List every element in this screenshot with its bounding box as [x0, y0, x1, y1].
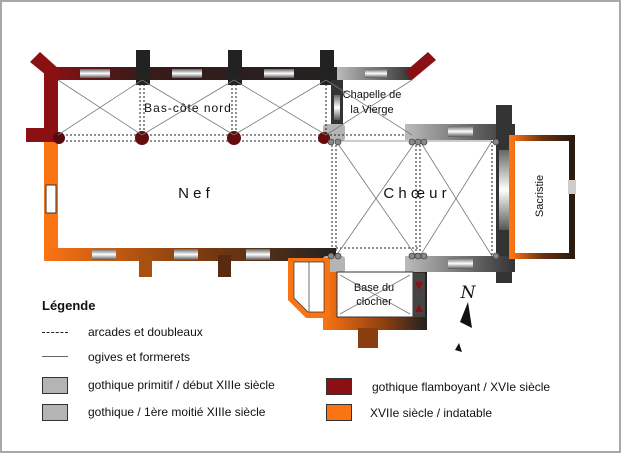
buttress — [136, 50, 150, 85]
legend-item-gothique: gothique / 1ère moitié XIIIe siècle — [88, 405, 266, 419]
pier — [53, 132, 65, 144]
window — [365, 69, 387, 78]
buttress — [139, 255, 152, 277]
pier — [227, 131, 241, 145]
piers — [53, 131, 330, 145]
sacristy — [509, 135, 576, 259]
legend-item-primitif: gothique primitif / début XIIIe siècle — [88, 378, 275, 392]
window — [246, 249, 270, 260]
legend-swatch-primitif — [42, 377, 68, 394]
legend-item-xvii: XVIIe siècle / indatable — [370, 406, 493, 420]
window — [174, 249, 198, 260]
buttress — [405, 52, 436, 80]
buttress — [320, 50, 334, 85]
south-wall — [44, 248, 336, 277]
label-choeur: C h œ u r — [383, 185, 446, 202]
label-base-line1: Base du — [354, 282, 394, 294]
arcades-lines — [58, 80, 493, 256]
buttress — [228, 50, 242, 85]
legend-thin-sample — [42, 356, 68, 357]
north-arrow-icon: N — [455, 283, 477, 352]
label-base-line2: clocher — [356, 296, 392, 308]
window — [92, 249, 116, 260]
legend-item-flamboyant: gothique flamboyant / XVIe siècle — [372, 380, 551, 394]
ogives-lines — [57, 79, 493, 315]
window — [172, 69, 202, 78]
legend-dashed-sample — [42, 332, 68, 333]
north-wall — [30, 50, 436, 85]
legend-swatch-flamboyant — [326, 378, 352, 395]
pier — [135, 131, 149, 145]
label-nef: N e f — [178, 185, 211, 202]
buttress — [218, 255, 231, 277]
window — [334, 95, 340, 120]
label-sacristie: Sacristie — [534, 175, 546, 217]
tower-base — [288, 258, 427, 348]
label-chapelle-line2: la Vierge — [350, 104, 393, 116]
window — [264, 69, 294, 78]
window — [80, 69, 110, 78]
label-bas-cote-nord: Bas-côte nord — [144, 101, 232, 115]
svg-text:N: N — [460, 283, 477, 303]
legend-title: Légende — [42, 298, 96, 313]
label-chapelle-line1: Chapelle de — [343, 89, 402, 101]
west-wall — [26, 67, 58, 255]
legend-swatch-xvii — [326, 404, 352, 421]
legend-item-ogives: ogives et formerets — [88, 350, 191, 364]
colonnettes — [327, 138, 500, 260]
legend-item-arcades: arcades et doubleaux — [88, 325, 203, 339]
legend-swatch-gothique — [42, 404, 68, 421]
